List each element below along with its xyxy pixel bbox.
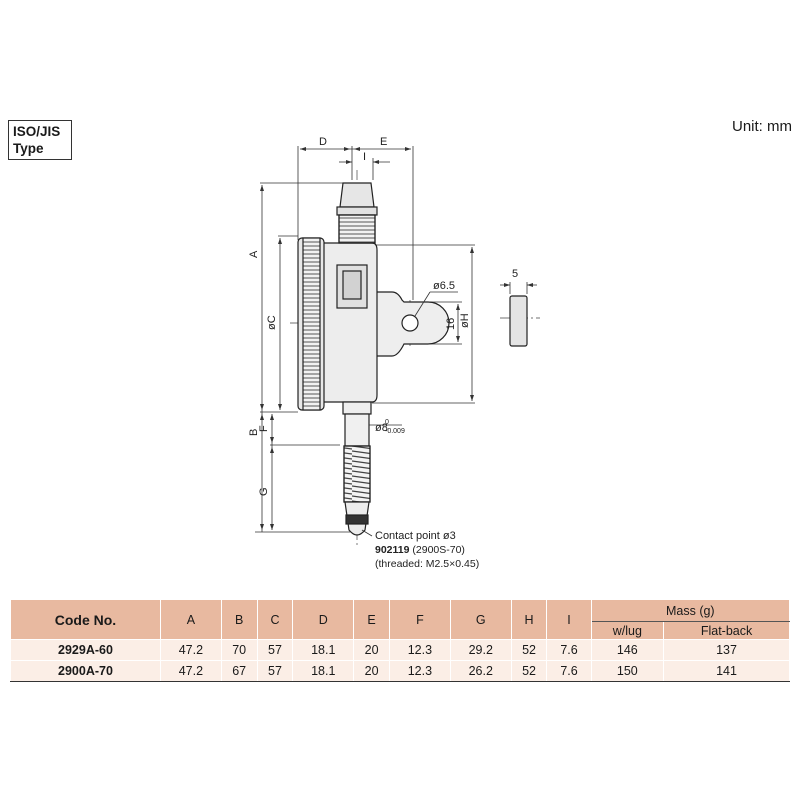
cell-g: 26.2 <box>449 660 512 682</box>
cell-f: 12.3 <box>388 639 451 661</box>
contact-point-label: Contact point ø3 <box>375 530 456 542</box>
row-code: 2900A-70 <box>10 660 161 682</box>
cell-a: 47.2 <box>159 639 222 661</box>
col-f-header: F <box>388 599 451 640</box>
cell-i: 7.6 <box>546 639 592 661</box>
cell-mass-wlug: 146 <box>590 639 665 661</box>
cell-mass-flatback: 137 <box>663 639 790 661</box>
stem-tol-upper: 0 <box>385 419 389 426</box>
col-i-header: I <box>546 599 592 640</box>
col-a-header: A <box>159 599 222 640</box>
dial-indicator-drawing: D E I A øC B F G øH 16 ø6.5 5 ø8 0 -0.00… <box>248 136 540 570</box>
cell-b: 70 <box>220 639 258 661</box>
dim-g-label: G <box>258 487 270 496</box>
cell-d: 18.1 <box>292 660 355 682</box>
type-box: ISO/JIS Type <box>8 120 72 160</box>
svg-text:902119 (2900S-70): 902119 (2900S-70) <box>375 544 465 556</box>
dim-a-label: A <box>248 250 260 258</box>
cell-mass-wlug: 150 <box>590 660 665 682</box>
mass-wlug-header: w/lug <box>590 621 665 640</box>
dim-c-label: øC <box>266 315 278 330</box>
col-c-header: C <box>256 599 294 640</box>
cell-g: 29.2 <box>449 639 512 661</box>
cell-b: 67 <box>220 660 258 682</box>
dim-e-label: E <box>380 136 387 148</box>
dim-b-label: B <box>248 429 260 436</box>
cell-h: 52 <box>510 639 548 661</box>
cell-c: 57 <box>256 639 294 661</box>
dim-f-label: F <box>258 425 270 432</box>
cell-d: 18.1 <box>292 639 355 661</box>
threaded-label: (threaded: M2.5×0.45) <box>375 558 479 570</box>
cell-e: 20 <box>353 660 390 682</box>
cell-i: 7.6 <box>546 660 592 682</box>
col-b-header: B <box>220 599 258 640</box>
spec-table: Code No. A B C D E F G H I Mass (g) w/lu… <box>10 599 791 682</box>
type-label-line1: ISO/JIS <box>13 124 61 139</box>
unit-label: Unit: mm <box>732 118 792 135</box>
dim-i-label: I <box>363 151 366 163</box>
cell-e: 20 <box>353 639 390 661</box>
dim-d-label: D <box>319 136 327 148</box>
side-width-label: 5 <box>512 268 518 280</box>
mass-header: Mass (g) <box>590 599 791 622</box>
row-code: 2929A-60 <box>10 639 161 661</box>
hole-dia-label: ø6.5 <box>433 280 455 292</box>
cell-a: 47.2 <box>159 660 222 682</box>
type-label-line2: Type <box>13 141 44 156</box>
col-h-header: H <box>510 599 548 640</box>
col-g-header: G <box>449 599 512 640</box>
part-alt-label: (2900S-70) <box>412 544 465 556</box>
cell-mass-flatback: 141 <box>663 660 790 682</box>
table-row: 2929A-60 47.2 70 57 18.1 20 12.3 29.2 52… <box>10 639 790 661</box>
table-row: 2900A-70 47.2 67 57 18.1 20 12.3 26.2 52… <box>10 660 790 682</box>
cell-f: 12.3 <box>388 660 451 682</box>
cell-c: 57 <box>256 660 294 682</box>
code-header: Code No. <box>10 599 161 640</box>
col-e-header: E <box>353 599 390 640</box>
col-d-header: D <box>292 599 355 640</box>
dim-h-label: øH <box>459 313 471 328</box>
lug-height-label: 16 <box>445 318 457 330</box>
mass-flatback-header: Flat-back <box>663 621 790 640</box>
stem-dia-label: ø8 <box>375 422 388 434</box>
part-no-label: 902119 <box>375 544 410 556</box>
cell-h: 52 <box>510 660 548 682</box>
stem-tol-lower: -0.009 <box>385 428 405 435</box>
